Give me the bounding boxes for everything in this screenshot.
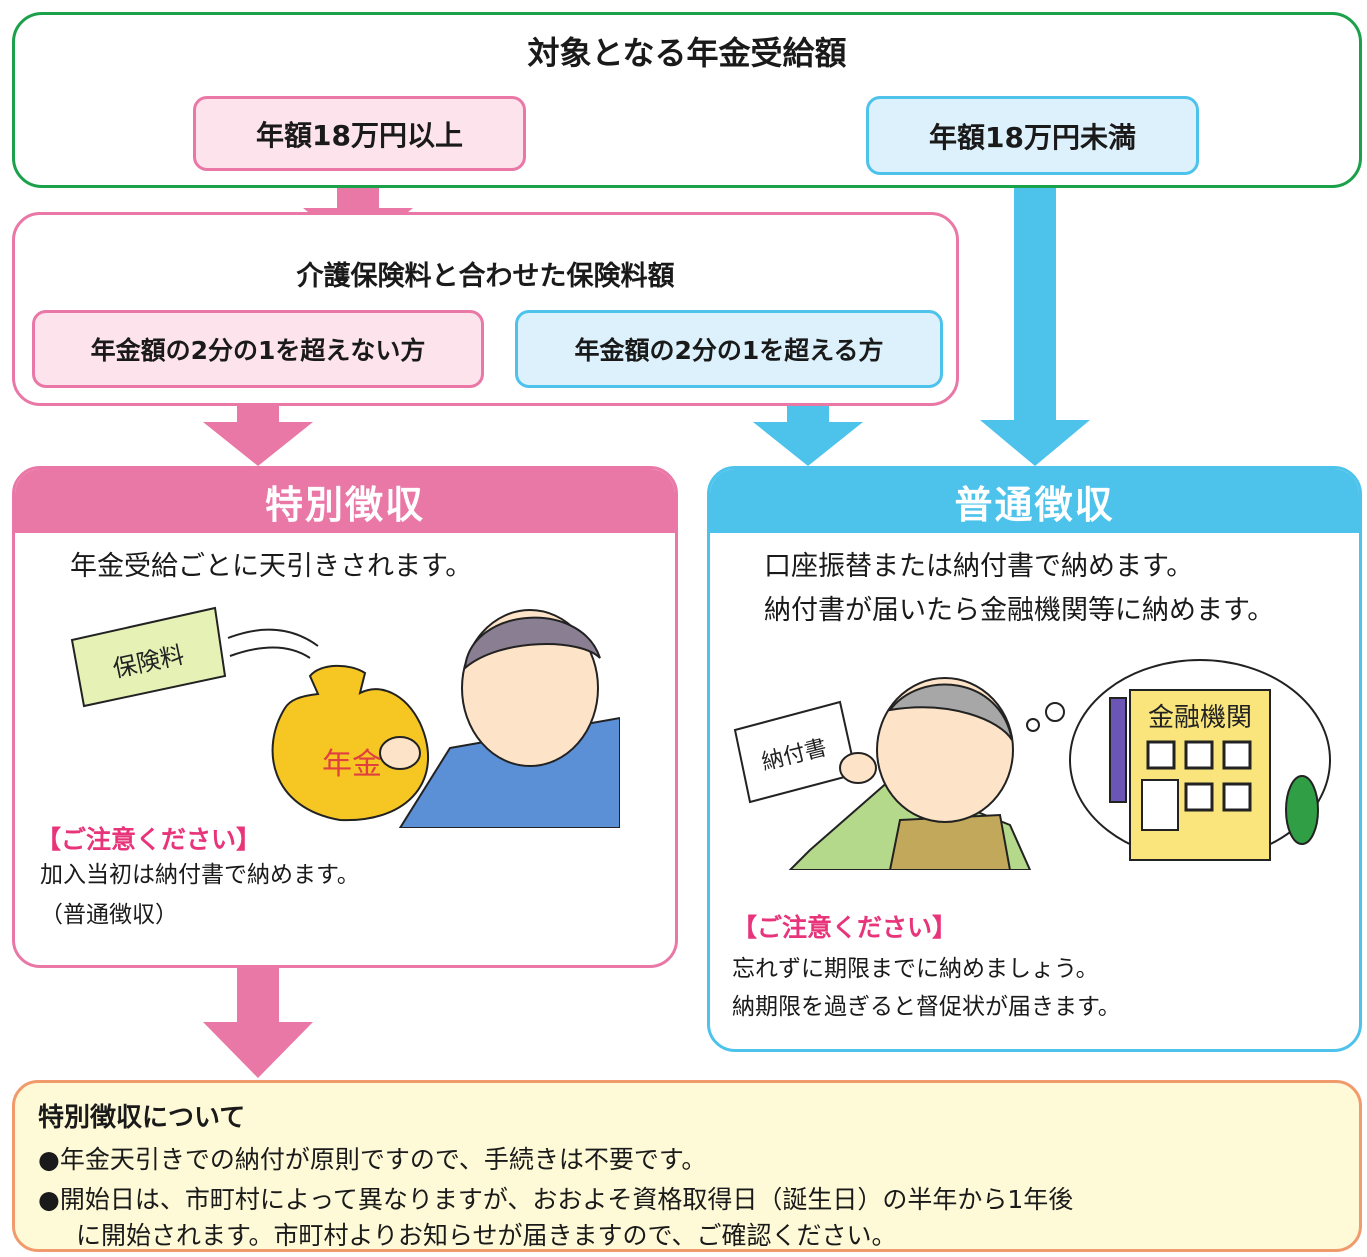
normal-desc-line2: 納付書が届いたら金融機関等に納めます。 [764, 595, 1275, 626]
about-special-box [12, 1080, 1362, 1252]
premium-paper-icon [70, 606, 227, 708]
about-item-1: ●年金天引きでの納付が原則ですので、手続きは不要です。 [38, 1145, 707, 1174]
arrow-under-to-normal [980, 175, 1090, 466]
exceed-box: 年金額の2分の1を超える方 [515, 310, 943, 388]
about-item-2a: ●開始日は、市町村によって異なりますが、おおよそ資格取得日（誕生日）の半年から1… [38, 1185, 1074, 1214]
about-item-2b: に開始されます。市町村よりお知らせが届きますので、ご確認ください。 [76, 1221, 897, 1250]
special-note-line2: （普通徴収） [40, 902, 178, 928]
motion-lines [227, 628, 319, 647]
normal-note-line2: 納期限を過ぎると督促状が届きます。 [732, 994, 1121, 1020]
target-amount-title: 対象となる年金受給額 [527, 34, 847, 72]
money-bag-icon [271, 664, 430, 822]
normal-note-title: 【ご注意ください】 [732, 913, 958, 942]
thought-dot-small [1026, 718, 1040, 732]
normal-desc-line1: 口座振替または納付書で納めます。 [764, 551, 1194, 582]
about-special-title: 特別徴収について [38, 1103, 246, 1133]
normal-note-line1: 忘れずに期限までに納めましょう。 [732, 956, 1099, 982]
over-180k-box: 年額18万円以上 [193, 96, 526, 171]
premium-title: 介護保険料と合わせた保険料額 [296, 261, 675, 292]
bank-building-icon [1069, 659, 1331, 861]
bank-payment-illustration: 納付書 金融機関 [733, 659, 1331, 870]
special-collection-header: 特別徴収 [15, 469, 675, 533]
normal-collection-header: 普通徴収 [710, 469, 1359, 533]
bank-label: 金融機関 [1148, 703, 1252, 733]
special-note-title: 【ご注意ください】 [36, 825, 262, 854]
pension-deduction-illustration: 保険料 年金 [70, 606, 620, 828]
elderly-man-icon [379, 609, 620, 828]
elderly-man-icon [788, 677, 1032, 870]
thought-dot-large [1045, 702, 1065, 722]
special-note-line1: 加入当初は納付書で納めます。 [40, 862, 360, 888]
money-bag-label: 年金 [322, 747, 382, 782]
arrow-special-to-about [203, 968, 313, 1078]
special-desc: 年金受給ごとに天引きされます。 [70, 551, 473, 582]
not-exceed-box: 年金額の2分の1を超えない方 [32, 310, 484, 388]
under-180k-box: 年額18万円未満 [866, 96, 1199, 175]
